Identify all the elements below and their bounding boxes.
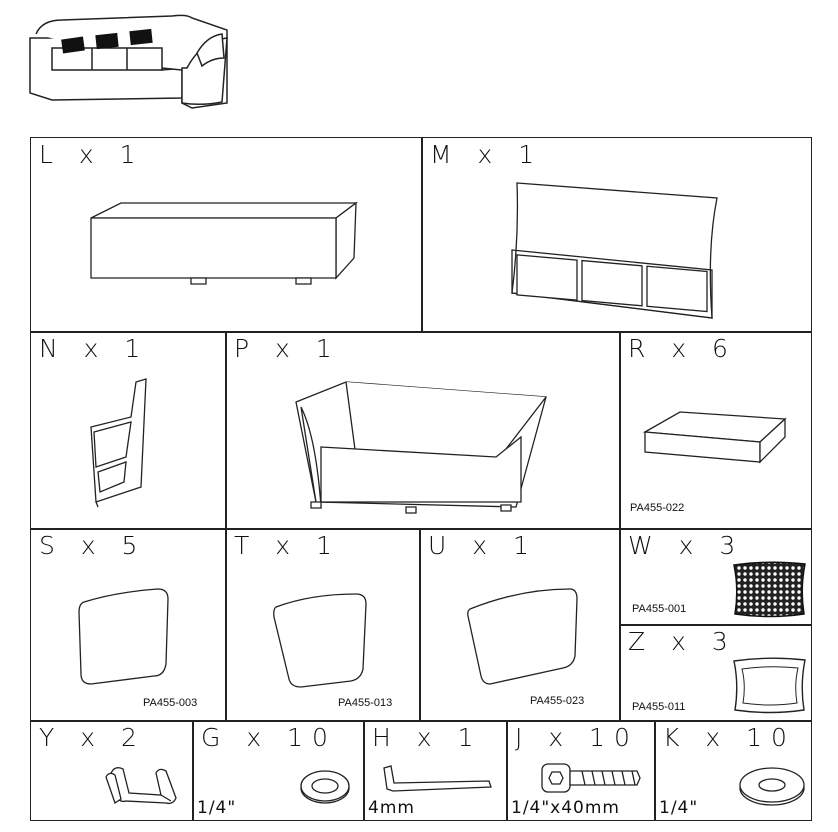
hardware-cell-J: J x 10 1/4"x40mm <box>506 720 656 821</box>
hardware-size: 1/4" <box>197 798 237 818</box>
throw-pillow-drawing <box>730 655 810 715</box>
hardware-label: H x 1 <box>372 723 483 752</box>
back-cushion-drawing <box>76 584 171 689</box>
part-label: N x 1 <box>39 334 150 363</box>
part-code: PA455-011 <box>632 701 686 713</box>
part-cell-W: W x 3 PA455-001 <box>619 528 812 626</box>
bolt-drawing <box>537 761 642 796</box>
part-label: M x 1 <box>430 140 544 169</box>
part-label: S x 5 <box>39 531 147 560</box>
part-label: L x 1 <box>39 140 145 169</box>
hardware-cell-G: G x 10 1/4" <box>192 720 365 821</box>
flat-washer-drawing <box>737 765 807 807</box>
sofa-back-drawing <box>507 178 722 328</box>
split-washer-drawing <box>298 766 353 806</box>
back-cushion-drawing <box>271 589 371 689</box>
part-cell-S: S x 5 PA455-003 <box>30 528 227 722</box>
hardware-label: G x 10 <box>201 723 337 752</box>
throw-pillow-patterned-drawing <box>730 559 810 619</box>
part-label: U x 1 <box>428 531 538 560</box>
seat-cushion-drawing <box>640 407 790 467</box>
part-code: PA455-003 <box>143 697 198 709</box>
part-label: Z x 3 <box>628 627 737 656</box>
part-code: PA455-023 <box>530 695 585 707</box>
hardware-label: K x 10 <box>663 723 796 752</box>
part-cell-P: P x 1 <box>225 331 621 530</box>
hardware-cell-H: H x 1 4mm <box>363 720 508 821</box>
hardware-size: 4mm <box>368 798 415 818</box>
allen-key-drawing <box>379 763 494 798</box>
hardware-size: 1/4" <box>659 798 699 818</box>
part-cell-U: U x 1 PA455-023 <box>419 528 621 722</box>
back-cushion-drawing <box>465 584 580 689</box>
part-cell-M: M x 1 <box>421 137 812 333</box>
connector-clip-drawing <box>101 763 186 808</box>
hardware-cell-K: K x 10 1/4" <box>654 720 812 821</box>
part-label: T x 1 <box>234 531 341 560</box>
part-cell-L: L x 1 <box>30 137 423 333</box>
part-code: PA455-022 <box>630 502 685 514</box>
part-code: PA455-001 <box>632 603 687 615</box>
hardware-label: J x 10 <box>515 723 639 752</box>
hardware-label: Y x 2 <box>39 723 146 752</box>
part-cell-T: T x 1 PA455-013 <box>225 528 421 722</box>
hardware-cell-Y: Y x 2 <box>30 720 194 821</box>
part-label: P x 1 <box>234 334 341 363</box>
loveseat-drawing <box>296 377 551 517</box>
hardware-size: 1/4"x40mm <box>511 798 620 818</box>
part-cell-N: N x 1 <box>30 331 227 530</box>
part-cell-R: R x 6 PA455-022 <box>619 331 812 530</box>
sofa-base-drawing <box>86 198 356 298</box>
part-cell-Z: Z x 3 PA455-011 <box>619 624 812 722</box>
part-label: R x 6 <box>628 334 737 363</box>
part-code: PA455-013 <box>338 697 393 709</box>
side-arm-drawing <box>86 377 156 512</box>
sectional-sofa-overview <box>22 8 237 108</box>
part-label: W x 3 <box>628 531 745 560</box>
